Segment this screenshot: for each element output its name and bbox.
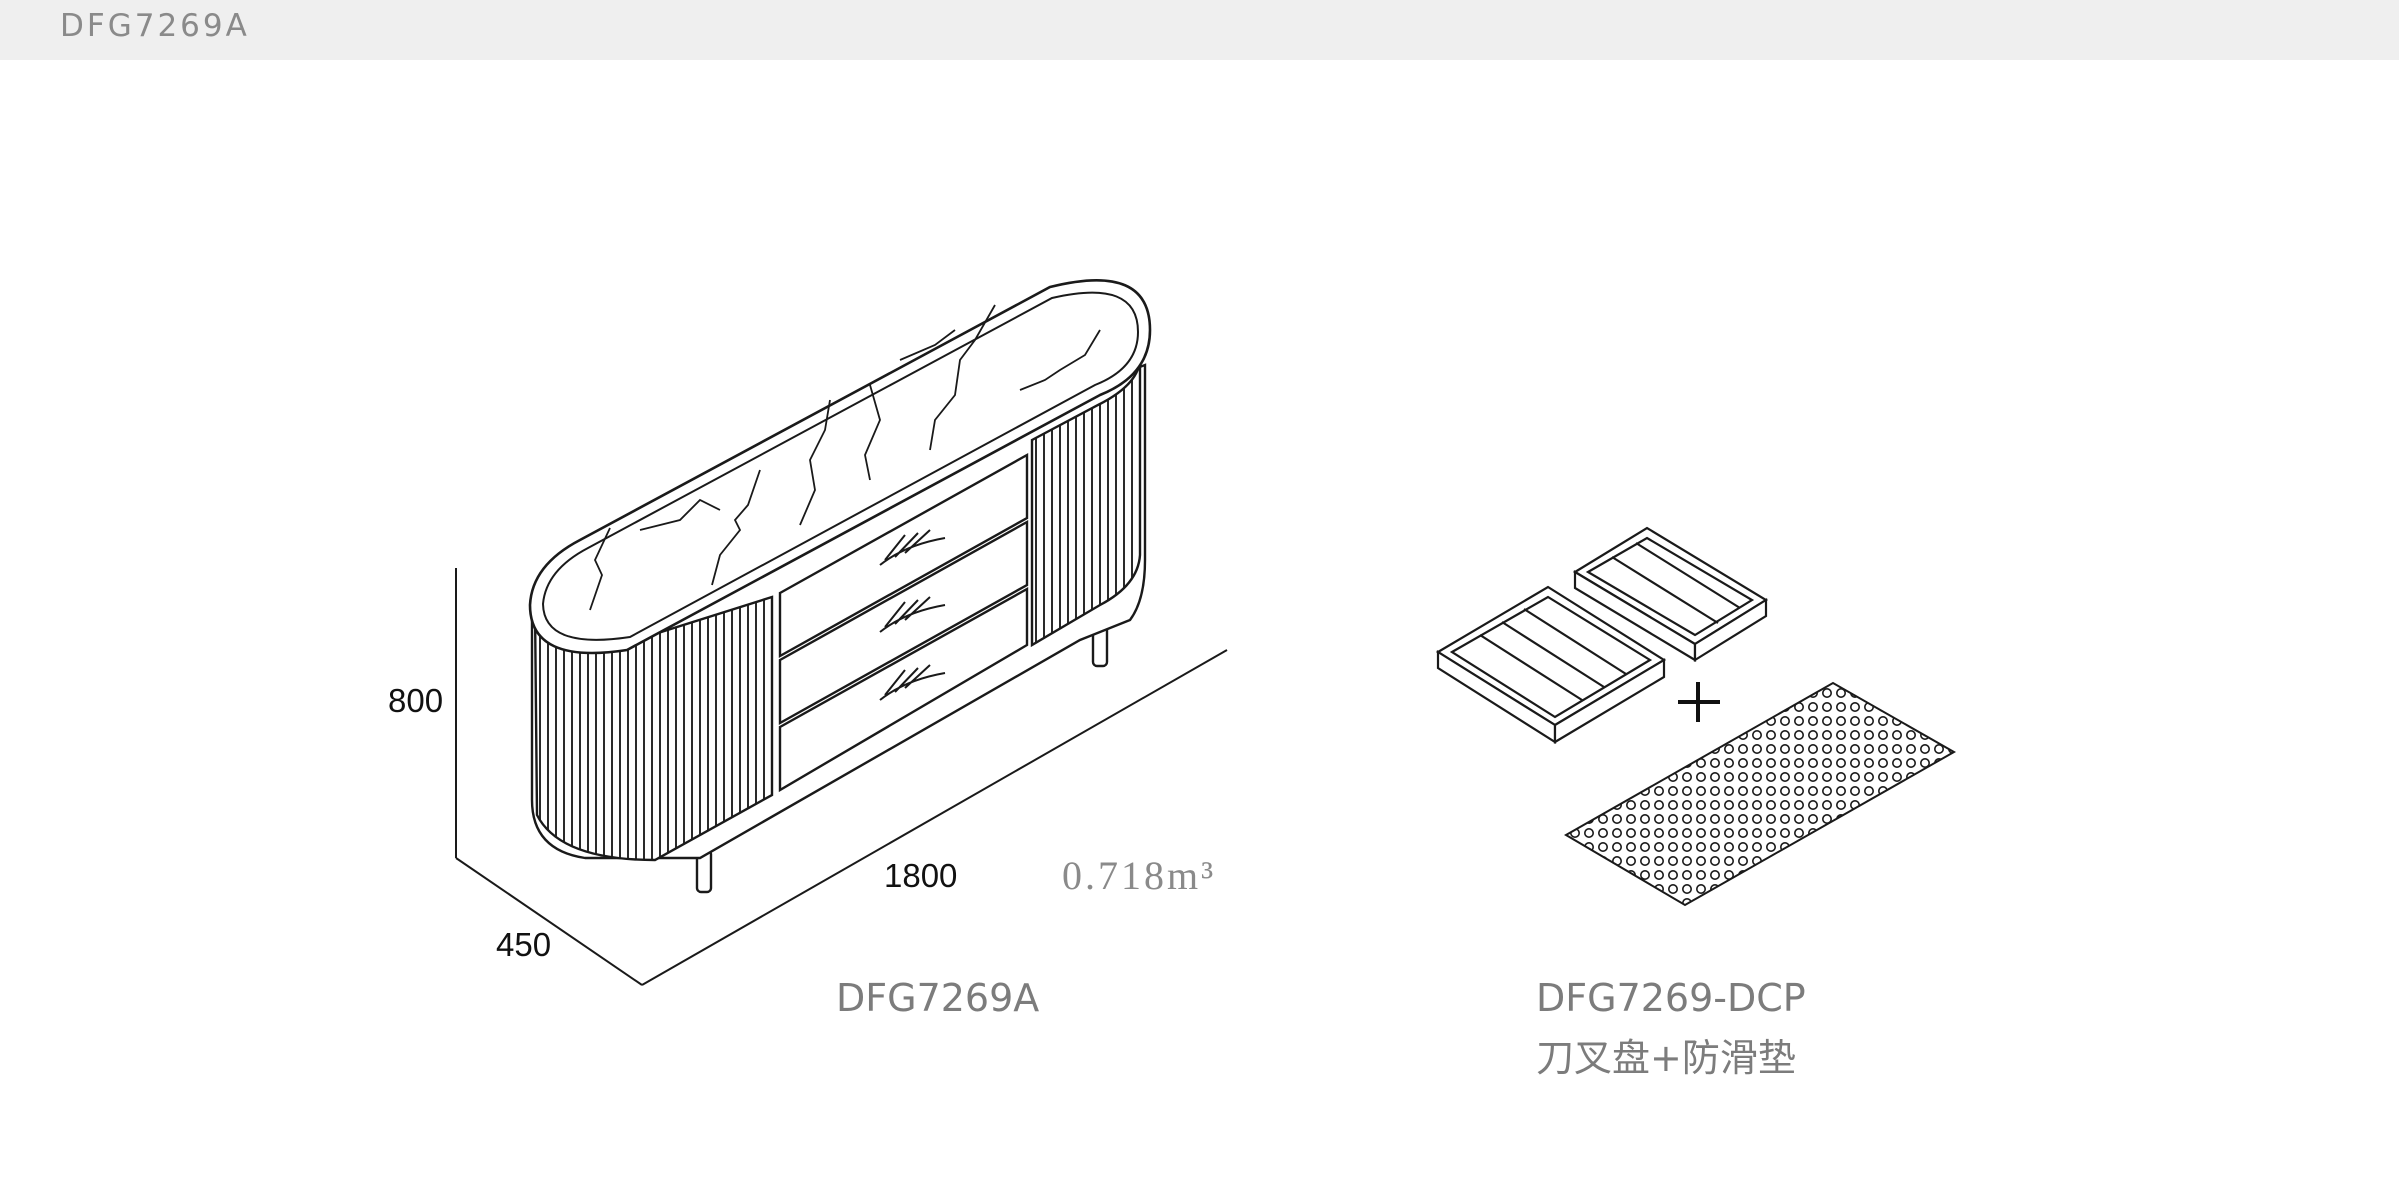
marble-veins [589,304,1101,611]
cutlery-trays [1435,526,1769,744]
drawer-middle [778,519,1029,726]
accessory-name-caption: 刀叉盘+防滑垫 [1536,1036,1796,1080]
dimension-depth-label: 450 [496,926,552,963]
sideboard-illustration [528,279,1152,894]
dimension-lines [455,568,1228,986]
header-model-code: DFG7269A [60,8,250,44]
right-slatted-door [1030,359,1142,648]
dimension-height-label: 800 [388,682,444,719]
drawer-pulls [879,529,946,701]
header-bar: DFG7269A [0,0,2399,60]
dimension-width-label: 1800 [884,857,958,894]
drawers [778,452,1029,793]
accessory-model-caption: DFG7269-DCP [1536,976,1806,1020]
marble-top-inner [541,291,1140,641]
main-model-caption: DFG7269A [836,976,1040,1020]
drawer-bottom [778,586,1029,793]
anti-slip-mat [1564,681,1957,907]
volume-label: 0.718m³ [1062,853,1217,898]
drawer-top [778,452,1029,659]
plus-sign [1678,682,1720,722]
